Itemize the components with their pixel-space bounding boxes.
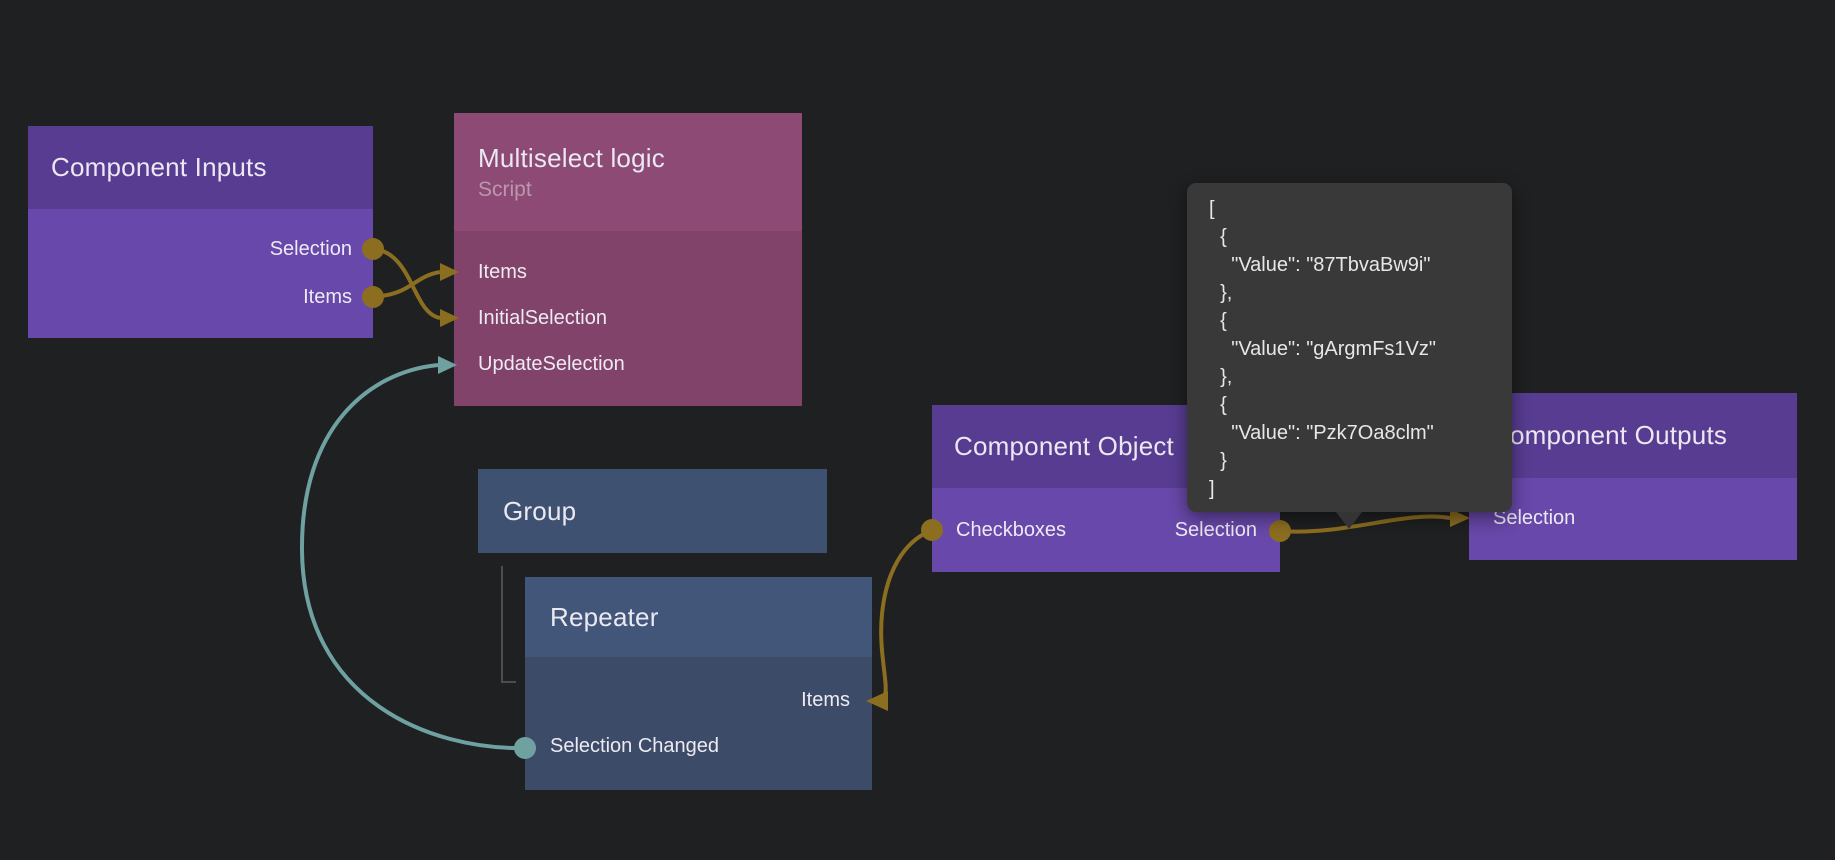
input-port-label: Items xyxy=(801,688,850,711)
tooltip-json-content: [ { "Value": "87TbvaBw9i" }, { "Value": … xyxy=(1209,198,1436,500)
node-title: Group xyxy=(503,495,577,526)
node-body: Selection Items xyxy=(28,209,373,338)
node-header[interactable]: Component Outputs xyxy=(1469,393,1797,478)
node-title: Component Outputs xyxy=(1491,420,1728,450)
node-repeater[interactable]: Repeater Items Selection Changed xyxy=(525,577,872,790)
port-row-items[interactable]: Items xyxy=(49,273,352,321)
node-title: Repeater xyxy=(550,601,659,632)
port-row-selection-changed[interactable]: Selection Changed xyxy=(550,723,850,769)
node-header[interactable]: Repeater xyxy=(525,577,872,657)
input-port-label: InitialSelection xyxy=(478,306,607,329)
hierarchy-connector xyxy=(501,566,516,683)
value-inspector-tooltip: [ { "Value": "87TbvaBw9i" }, { "Value": … xyxy=(1187,183,1512,529)
input-port-label: Items xyxy=(478,260,527,283)
node-header[interactable]: Group xyxy=(478,469,827,553)
output-port-label: Selection xyxy=(1174,518,1257,541)
wire-selectionchanged-to-updateselection[interactable] xyxy=(299,363,526,751)
port-row-initialselection[interactable]: InitialSelection xyxy=(478,295,778,341)
node-header[interactable]: Multiselect logic Script xyxy=(454,113,802,231)
input-port-label: Checkboxes xyxy=(956,518,1067,541)
node-subtitle: Script xyxy=(478,177,532,201)
wire-checkboxes-to-repeater-items[interactable] xyxy=(879,528,933,699)
node-component-outputs[interactable]: Component Outputs Selection xyxy=(1469,393,1797,560)
input-port-label: UpdateSelection xyxy=(478,352,625,375)
node-body: Items Selection Changed xyxy=(525,657,872,790)
port-row-items[interactable]: Items xyxy=(550,677,850,723)
node-body: Selection xyxy=(1469,478,1797,560)
wire-selection-to-outputs-selection[interactable] xyxy=(1279,514,1451,534)
node-title: Component Inputs xyxy=(51,152,267,182)
node-group[interactable]: Group xyxy=(478,469,827,553)
input-port-label: Selection xyxy=(1493,506,1576,529)
node-component-inputs[interactable]: Component Inputs Selection Items xyxy=(28,126,373,338)
node-title: Multiselect logic xyxy=(478,142,665,173)
node-multiselect-logic[interactable]: Multiselect logic Script Items InitialSe… xyxy=(454,113,802,406)
wire-items-to-items[interactable] xyxy=(372,270,441,299)
wire-selection-to-initialselection[interactable] xyxy=(372,247,441,320)
port-row-checkboxes-selection[interactable]: Checkboxes Selection xyxy=(956,507,1257,553)
tooltip-caret-icon xyxy=(1336,512,1362,529)
port-row-items[interactable]: Items xyxy=(478,249,778,295)
node-header[interactable]: Component Inputs xyxy=(28,126,373,209)
output-port-label: Items xyxy=(303,285,352,308)
node-body: Items InitialSelection UpdateSelection xyxy=(454,231,802,406)
node-title: Component Object xyxy=(954,431,1174,461)
output-port-label: Selection Changed xyxy=(550,734,720,757)
port-row-selection[interactable]: Selection xyxy=(49,225,352,273)
output-port-label: Selection xyxy=(269,237,352,260)
node-body: Checkboxes Selection xyxy=(932,488,1280,572)
port-row-selection[interactable]: Selection xyxy=(1493,495,1775,541)
port-row-updateselection[interactable]: UpdateSelection xyxy=(478,341,778,387)
